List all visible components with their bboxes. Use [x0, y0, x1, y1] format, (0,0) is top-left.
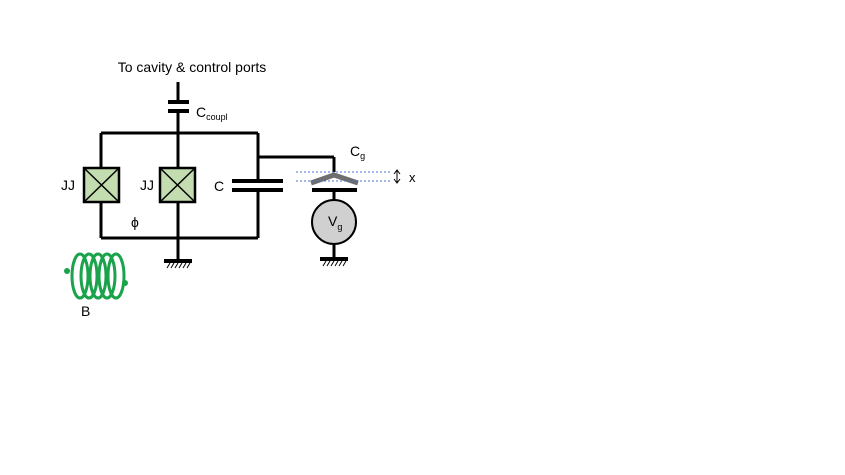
- coupling-capacitor-icon: [168, 82, 189, 133]
- label-c: C: [214, 178, 224, 194]
- label-x: x: [409, 170, 416, 185]
- josephson-junction-left-icon: [82, 166, 121, 204]
- gate-capacitor-icon: [310, 172, 359, 200]
- ground-icon-left: [164, 259, 192, 269]
- ground-icon-right: [320, 257, 348, 267]
- josephson-junction-right-icon: [158, 166, 197, 204]
- label-cg: Cg: [350, 143, 365, 161]
- label-jj-right: JJ: [140, 177, 154, 193]
- circuit-wires: [99, 131, 336, 260]
- coil-icon: [64, 252, 128, 300]
- displacement-indicator: [296, 169, 401, 184]
- label-phi: ϕ: [131, 214, 139, 230]
- label-vg: Vg: [328, 213, 342, 232]
- label-jj-left: JJ: [61, 177, 75, 193]
- label-b: B: [81, 303, 90, 319]
- label-to-cavity: To cavity & control ports: [118, 59, 267, 75]
- voltage-source-icon: [311, 199, 357, 258]
- label-ccoupl: Ccoupl: [196, 104, 228, 122]
- capacitor-c-icon: [232, 179, 283, 192]
